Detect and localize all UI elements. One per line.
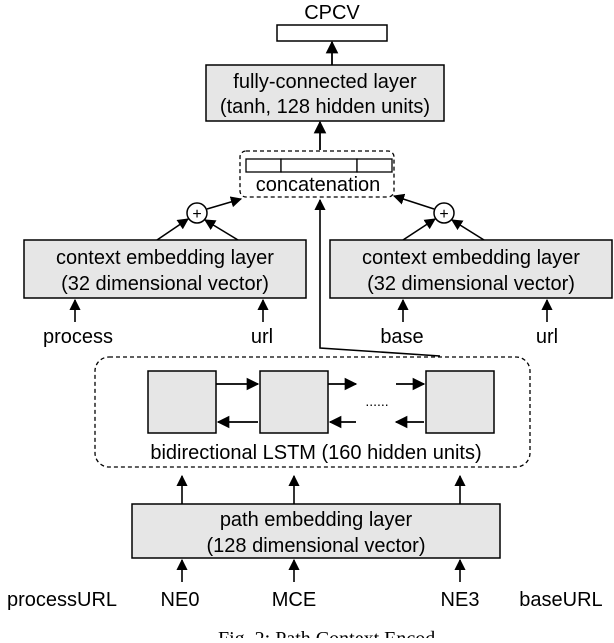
ctx-left-line2: (32 dimensional vector) xyxy=(61,273,269,295)
concat-segment-3 xyxy=(356,158,393,173)
ctx-right-box xyxy=(329,239,613,299)
input-ne3: NE3 xyxy=(441,589,480,611)
input-ne0: NE0 xyxy=(161,589,200,611)
input-url-right: url xyxy=(536,326,558,348)
ctx-left-line1: context embedding layer xyxy=(56,247,274,269)
concat-dashed-box xyxy=(239,150,395,198)
input-mce: MCE xyxy=(272,589,316,611)
path-layer-line2: (128 dimensional vector) xyxy=(207,535,426,557)
fc-layer-line1: fully-connected layer xyxy=(233,71,417,93)
ctx-right-line1: context embedding layer xyxy=(362,247,580,269)
input-baseurl: baseURL xyxy=(519,589,602,611)
figure-caption: Fig. 2: Path Context Encod xyxy=(218,628,435,638)
input-base: base xyxy=(380,326,423,348)
output-label: CPCV xyxy=(304,2,360,24)
path-layer-box xyxy=(131,503,501,559)
concat-segment-1 xyxy=(245,158,282,173)
fc-layer-line2: (tanh, 128 hidden units) xyxy=(220,96,430,118)
arrow-ctx-left-b-to-plus xyxy=(204,219,239,241)
arrow-ctx-right-a-to-plus xyxy=(402,218,436,241)
path-layer-line1: path embedding layer xyxy=(220,509,413,531)
lstm-cell-1 xyxy=(147,370,217,434)
lstm-cell-3 xyxy=(425,370,495,434)
plus-node-left xyxy=(186,202,208,224)
input-url-left: url xyxy=(251,326,273,348)
ctx-left-box xyxy=(23,239,307,299)
lstm-cell-2 xyxy=(259,370,329,434)
lstm-dashed-box xyxy=(94,356,531,468)
arrow-plus-right-to-concat xyxy=(392,193,435,210)
plus-node-right xyxy=(433,202,455,224)
concat-label: concatenation xyxy=(256,174,381,196)
plus-symbol-left: + xyxy=(192,206,201,223)
plus-symbol-right: + xyxy=(439,206,448,223)
input-processurl: processURL xyxy=(7,589,117,611)
input-process: process xyxy=(43,326,113,348)
output-box xyxy=(276,24,388,42)
arrow-ctx-right-b-to-plus xyxy=(451,219,485,241)
arrow-ctx-left-a-to-plus xyxy=(156,218,189,241)
arrow-plus-left-to-concat xyxy=(206,196,243,210)
concat-segment-2 xyxy=(280,158,358,173)
arrow-lstm-to-concat xyxy=(314,198,441,357)
lstm-dots: ...... xyxy=(365,393,388,409)
lstm-label: bidirectional LSTM (160 hidden units) xyxy=(150,442,481,464)
ctx-right-line2: (32 dimensional vector) xyxy=(367,273,575,295)
